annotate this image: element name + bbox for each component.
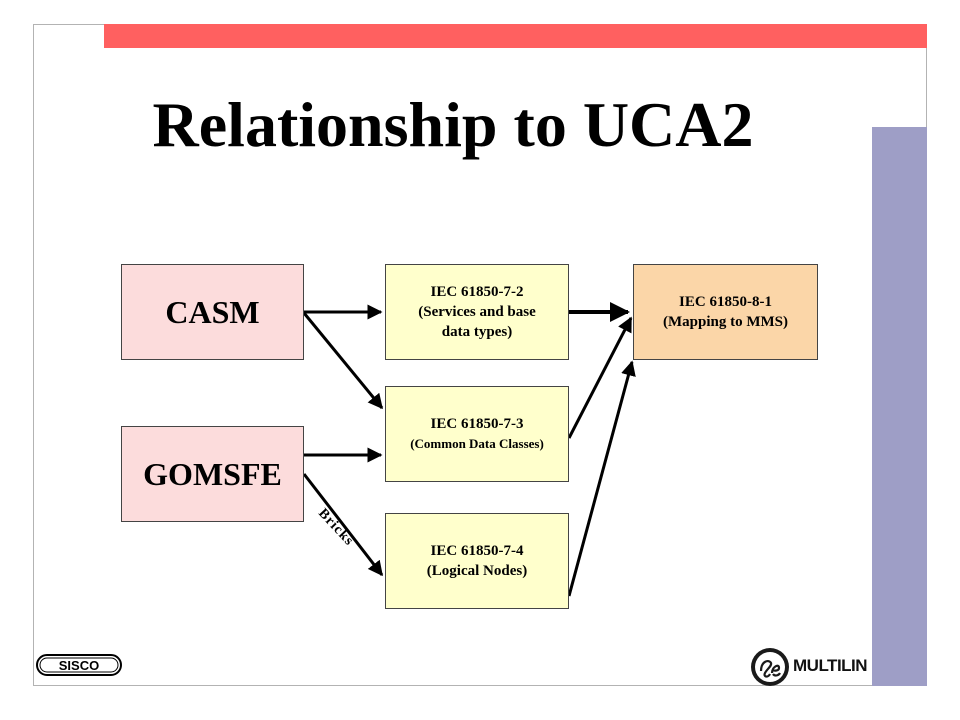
casm-label: CASM xyxy=(165,293,260,330)
iec-7-4-line2: (Logical Nodes) xyxy=(426,563,528,579)
iec-61850-7-2-box: IEC 61850-7-2 (Services and base data ty… xyxy=(385,264,569,360)
iec-7-3-line1: IEC 61850-7-3 xyxy=(430,416,524,432)
ge-monogram-icon xyxy=(751,648,789,686)
iec-7-2-line3: data types) xyxy=(441,324,513,340)
iec-8-1-line1: IEC 61850-8-1 xyxy=(679,294,772,310)
arrow-gomsfe-to-7-4 xyxy=(302,473,384,577)
sisco-logo-text: SISCO xyxy=(59,658,99,673)
casm-box: CASM xyxy=(121,264,304,360)
arrow-7-4-to-8-1 xyxy=(567,360,636,597)
slide-title: Relationship to UCA2 xyxy=(152,89,754,160)
iec-7-3-line2: (Common Data Classes) xyxy=(410,436,544,451)
iec-7-4-line1: IEC 61850-7-4 xyxy=(430,543,524,559)
multilin-logo-text: MULTILIN xyxy=(793,656,868,675)
gomsfe-label: GOMSFE xyxy=(143,455,282,492)
side-accent-bar xyxy=(872,127,927,686)
iec-8-1-line2: (Mapping to MMS) xyxy=(663,314,788,330)
iec-7-2-line2: (Services and base xyxy=(418,304,536,320)
iec-61850-8-1-box: IEC 61850-8-1 (Mapping to MMS) xyxy=(633,264,818,360)
iec-7-2-line1: IEC 61850-7-2 xyxy=(430,284,524,300)
arrow-casm-to-7-3 xyxy=(302,312,384,410)
gomsfe-box: GOMSFE xyxy=(121,426,304,522)
sisco-logo: SISCO xyxy=(36,654,122,676)
arrow-7-3-to-8-1 xyxy=(567,316,633,439)
top-accent-bar xyxy=(104,24,927,48)
iec-61850-7-4-box: IEC 61850-7-4 (Logical Nodes) xyxy=(385,513,569,609)
iec-61850-7-3-box: IEC 61850-7-3 (Common Data Classes) xyxy=(385,386,569,482)
